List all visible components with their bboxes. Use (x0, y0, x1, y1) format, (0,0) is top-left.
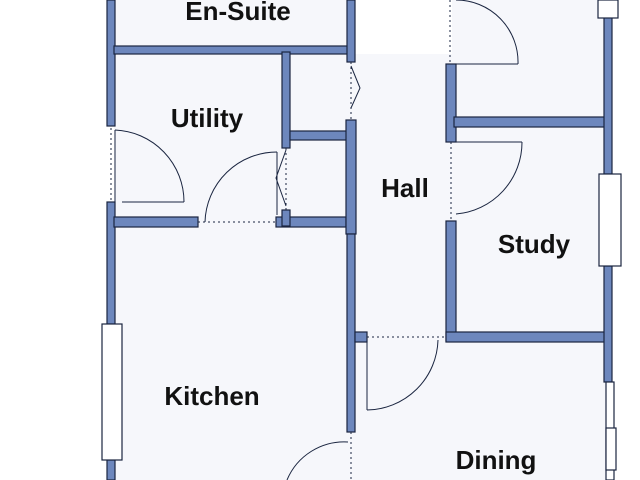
wall-study-divider (453, 116, 607, 128)
window-study (598, 173, 622, 267)
door-cupboard (275, 149, 287, 207)
wall-utility-divider (281, 51, 291, 149)
wall-study-left-bottom (445, 220, 457, 342)
door-hall-top-right (455, 0, 519, 65)
window-kitchen (101, 323, 123, 461)
wall-hall-left (345, 119, 357, 235)
windows (101, 0, 622, 480)
room-label-hall: Hall (381, 173, 429, 203)
door-utility-left (114, 129, 185, 203)
wall-right-mid (603, 265, 613, 383)
wall-study-bottom (445, 331, 607, 343)
wall-kitchen-right (346, 233, 356, 433)
wall-utility-bottom-left (113, 216, 199, 228)
door-kitchen-dining (286, 441, 349, 480)
wall-ensuite-bottom (113, 45, 355, 55)
room-label-dining: Dining (456, 445, 537, 475)
door-ensuite-hall (350, 65, 361, 109)
window-ensuite (597, 0, 619, 19)
room-label-utility: Utility (171, 103, 244, 133)
door-dining (366, 339, 439, 411)
door-openings (110, 0, 452, 480)
room-label-ensuite: En-Suite (185, 0, 290, 26)
wall-stub-cupboard (281, 209, 291, 227)
wall-study-left-top (445, 63, 457, 143)
walls (106, 0, 613, 480)
wall-left-lower (106, 459, 116, 480)
room-label-kitchen: Kitchen (164, 381, 259, 411)
door-utility-bottom (204, 151, 278, 223)
door-swings (114, 0, 523, 480)
door-study (455, 141, 523, 215)
wall-left-upper (106, 0, 116, 127)
room-labels: En-Suite Utility Hall Study Kitchen Dini… (164, 0, 570, 475)
wall-right-top (603, 0, 613, 175)
wall-cupboard-top (289, 130, 348, 141)
window-dining (605, 427, 617, 471)
wall-ensuite-right (346, 0, 356, 63)
room-label-study: Study (498, 229, 571, 259)
wall-stub-kitchen (354, 331, 368, 343)
